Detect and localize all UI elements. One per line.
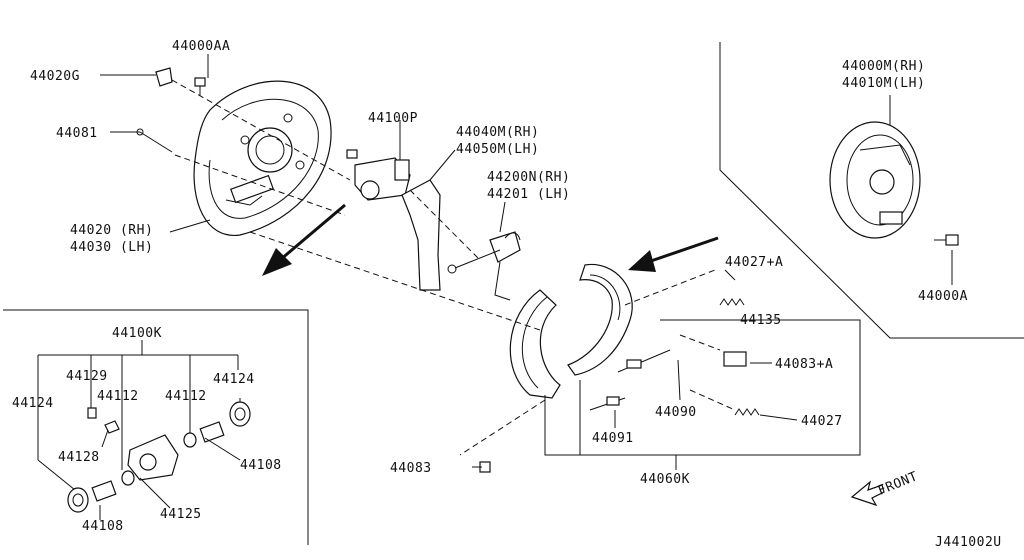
diagram-id: J441002U xyxy=(935,535,1002,550)
spring-44027 xyxy=(734,408,760,416)
label-44124-left: 44124 xyxy=(12,396,54,411)
label-44027a: 44027+A xyxy=(725,255,783,270)
wheel-cylinder-kit-inset xyxy=(37,340,251,520)
label-44129: 44129 xyxy=(66,369,108,384)
wheel-cylinder xyxy=(346,149,411,201)
direction-arrows xyxy=(262,203,719,276)
label-front: FRONT xyxy=(876,469,920,499)
label-44000m: 44000M(RH) xyxy=(842,59,925,74)
label-44112-left: 44112 xyxy=(97,389,139,404)
label-44050m: 44050M(LH) xyxy=(456,142,539,157)
label-44030: 44030 (LH) xyxy=(70,240,153,255)
brake-assembly-complete xyxy=(829,121,921,239)
label-44081: 44081 xyxy=(56,126,98,141)
label-44027: 44027 xyxy=(801,414,843,429)
spring-44027a xyxy=(719,298,745,306)
label-44020: 44020 (RH) xyxy=(70,223,153,238)
label-44125: 44125 xyxy=(160,507,202,522)
backing-plate xyxy=(193,80,332,236)
grommet-44020g xyxy=(155,67,173,87)
leader-lines xyxy=(100,54,953,470)
label-44200n: 44200N(RH) xyxy=(487,170,570,185)
brake-shoe-rear xyxy=(567,263,633,376)
label-44100p: 44100P xyxy=(368,111,418,126)
label-44108-left: 44108 xyxy=(82,519,124,534)
label-44091: 44091 xyxy=(592,431,634,446)
pin-44091 xyxy=(589,396,626,411)
spring-44083a xyxy=(723,351,747,367)
label-44000a: 44000A xyxy=(918,289,968,304)
label-44083: 44083 xyxy=(390,461,432,476)
cable-clip-44081 xyxy=(136,128,173,153)
label-44112-right: 44112 xyxy=(165,389,207,404)
part-labels: 44000AA 44020G 44081 44020 (RH) 44030 (L… xyxy=(12,39,1002,550)
adjuster-assembly xyxy=(447,231,521,301)
label-44010m: 44010M(LH) xyxy=(842,76,925,91)
front-indicator xyxy=(850,480,885,507)
label-44060k: 44060K xyxy=(640,472,690,487)
assembly-guides xyxy=(171,79,736,456)
label-44020g: 44020G xyxy=(30,69,80,84)
bolt-44000a xyxy=(934,234,959,246)
strut-44090 xyxy=(617,349,671,373)
brake-shoe-front xyxy=(509,289,561,399)
label-44090: 44090 xyxy=(655,405,697,420)
bolt-44000aa xyxy=(194,77,206,96)
label-44128: 44128 xyxy=(58,450,100,465)
label-44124-right: 44124 xyxy=(213,372,255,387)
label-44135: 44135 xyxy=(740,313,782,328)
label-44040m: 44040M(RH) xyxy=(456,125,539,140)
label-44201: 44201 (LH) xyxy=(487,187,570,202)
label-44108-right: 44108 xyxy=(240,458,282,473)
label-44000aa: 44000AA xyxy=(172,39,230,54)
parking-lever xyxy=(401,179,441,291)
label-44083a: 44083+A xyxy=(775,357,833,372)
label-44100k: 44100K xyxy=(112,326,162,341)
frame-lines xyxy=(3,42,1024,545)
